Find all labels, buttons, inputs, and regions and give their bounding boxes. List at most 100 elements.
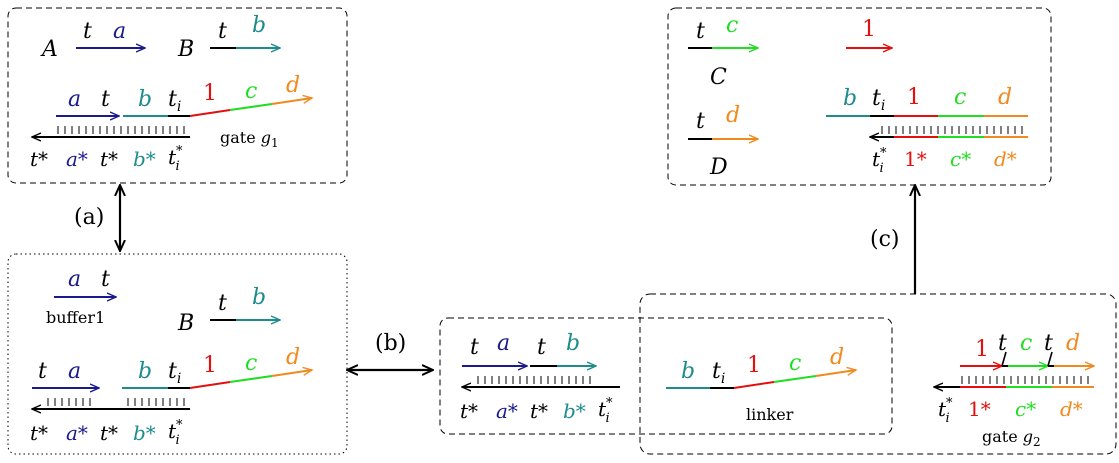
species-c-label: C: [710, 65, 727, 90]
domain-one-label: 1: [862, 17, 876, 42]
comp-b-label: b*: [563, 399, 586, 423]
transition-c-label: (c): [870, 227, 900, 252]
domain-b-label: b: [843, 86, 857, 111]
comp-t-label: t*: [460, 399, 478, 423]
domain-a-label: a: [68, 267, 81, 292]
domain-d-label: d: [286, 345, 300, 370]
domain-ti-label: ti: [168, 359, 181, 387]
species-a-label: A: [40, 37, 58, 62]
domain-one-label: 1: [203, 353, 217, 378]
domain-c-label: c: [245, 351, 257, 376]
comp-one-label: 1*: [904, 147, 927, 171]
domain-c-label: c: [245, 79, 257, 104]
gate-box2-hybridization: [47, 398, 185, 406]
comp-b-label: b*: [133, 147, 156, 171]
domain-one-label: 1: [747, 353, 761, 378]
comp-a-label: a*: [496, 399, 518, 423]
domain-one-label: 1: [907, 85, 921, 110]
domain-b-label: b: [681, 359, 695, 384]
gate-g2-hybridization: [961, 376, 1089, 384]
gate-g1-hybridization: [57, 126, 185, 134]
species-b-label: B: [177, 311, 194, 336]
domain-d-label: d: [726, 103, 740, 128]
linker-c: [773, 375, 817, 383]
domain-t-label: t: [218, 19, 227, 44]
domain-c-label: c: [954, 85, 966, 110]
linker-d: [815, 370, 856, 377]
gate-g1-top-c: [229, 103, 273, 111]
comp-ti-label: t*i: [938, 396, 953, 426]
domain-ti-label: ti: [168, 87, 181, 115]
domain-t-label: t: [1044, 331, 1053, 356]
transition-a-label: (a): [74, 205, 104, 230]
gate-g2-top-t1: [1001, 351, 1007, 367]
buffer1-label: buffer1: [46, 308, 105, 327]
state-box-initial: [7, 7, 348, 184]
comp-ti-label: t*i: [872, 146, 887, 176]
domain-one-label: 1: [975, 337, 989, 362]
domain-b-label: b: [252, 13, 266, 38]
domain-ti-label: ti: [872, 86, 885, 114]
domain-t-label: t: [998, 331, 1007, 356]
domain-d-label: d: [830, 345, 844, 370]
gate-g1-label: gate g1: [220, 128, 279, 150]
domain-b-label: b: [252, 285, 266, 310]
domain-t-label: t: [38, 359, 47, 384]
comp-d-label: d*: [994, 147, 1017, 171]
domain-one-label: 1: [203, 81, 217, 106]
species-d-label: D: [709, 155, 728, 180]
domain-d-label: d: [1066, 331, 1080, 356]
comp-t-label: t*: [530, 399, 548, 423]
domain-c-label: c: [789, 351, 801, 376]
gate-box2-top-d: [271, 370, 312, 377]
comp-ti-label: t*i: [168, 144, 183, 174]
gate-g2-top-t2: [1047, 351, 1053, 367]
comp-a-label: a*: [66, 421, 88, 445]
transition-b-label: (b): [375, 331, 406, 356]
comp-b-label: b*: [133, 421, 156, 445]
domain-b-label: b: [138, 359, 152, 384]
comp-t-label: t*: [30, 421, 48, 445]
comp-t-label: t*: [100, 147, 118, 171]
domain-d-label: d: [286, 73, 300, 98]
comp-d-label: d*: [1060, 397, 1083, 421]
comp-one-label: 1*: [968, 397, 991, 421]
state-box-output: [667, 7, 1052, 186]
domain-ti-label: ti: [712, 359, 725, 387]
domain-a-label: a: [68, 359, 81, 384]
state-box-buffered: [7, 253, 348, 455]
domain-d-label: d: [998, 85, 1012, 110]
gate-g2-label: gate g2: [982, 427, 1041, 449]
gate-g1-top-one: [189, 109, 231, 117]
domain-b-label: b: [138, 87, 152, 112]
domain-b-label: b: [566, 331, 580, 356]
comp-t-label: t*: [30, 147, 48, 171]
domain-t-label: t: [218, 291, 227, 316]
waste-hybridization: [881, 126, 1023, 134]
comp-a-label: a*: [66, 147, 88, 171]
gate-g1-top-d: [271, 98, 312, 105]
domain-t-label: t: [83, 19, 92, 44]
comp-t-label: t*: [100, 421, 118, 445]
domain-a-label: a: [68, 87, 81, 112]
species-b-label: B: [177, 37, 194, 62]
comp-ti-label: t*i: [168, 418, 183, 448]
linker-one: [733, 381, 775, 389]
domain-t-label: t: [101, 87, 110, 112]
comp-c-label: c*: [1015, 397, 1036, 421]
gate-box2-top-one: [189, 381, 231, 389]
domain-a-label: a: [113, 19, 126, 44]
domain-a-label: a: [497, 331, 510, 356]
domain-t-label: t: [696, 19, 705, 44]
partial-gate-hybridization: [477, 376, 591, 384]
domain-t-label: t: [696, 109, 705, 134]
domain-t-label: t: [470, 335, 479, 360]
domain-t-label: t: [537, 335, 546, 360]
comp-ti-label: t*i: [598, 396, 613, 426]
domain-c-label: c: [726, 13, 738, 38]
comp-c-label: c*: [950, 147, 971, 171]
domain-c-label: c: [1020, 331, 1032, 356]
state-box-gate-g2: [639, 293, 1117, 455]
